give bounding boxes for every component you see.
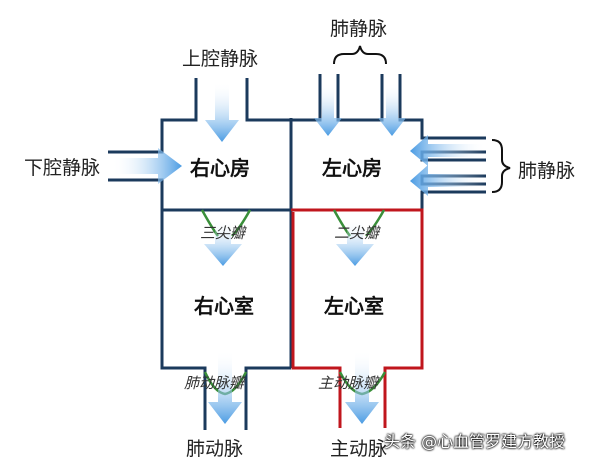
label-pulmonary-valve: 肺动脉瓣 xyxy=(184,374,245,392)
label-mitral-valve: 二尖瓣 xyxy=(334,224,380,242)
label-left-atrium: 左心房 xyxy=(322,156,382,180)
tricuspid-arrow xyxy=(204,220,242,266)
label-pulmonary-artery: 肺动脉 xyxy=(186,438,244,460)
label-right-atrium: 右心房 xyxy=(190,156,250,180)
right-ventricle-wall xyxy=(160,208,291,430)
right-atrium-wall xyxy=(108,78,291,210)
svc-arrow xyxy=(205,82,239,142)
label-left-ventricle: 左心室 xyxy=(324,294,384,318)
label-aortic-valve: 主动脉瓣 xyxy=(318,374,379,392)
label-right-ventricle: 右心室 xyxy=(194,294,254,318)
pulm-vein-arrow-right xyxy=(378,82,406,136)
brace-top xyxy=(333,45,387,65)
ivc-arrow xyxy=(112,148,182,184)
label-tricuspid-valve: 三尖瓣 xyxy=(200,224,246,242)
label-inferior-vena-cava: 下腔静脉 xyxy=(24,157,101,179)
label-aorta: 主动脉 xyxy=(330,438,388,460)
aorta-arrow xyxy=(345,350,379,424)
label-pulmonary-veins-right: 肺静脉 xyxy=(518,160,576,182)
label-superior-vena-cava: 上腔静脉 xyxy=(182,48,259,70)
pulm-vein-arrow-lower xyxy=(410,165,486,196)
brace-right xyxy=(491,139,511,193)
pulm-vein-arrow-left xyxy=(314,82,342,136)
label-pulmonary-veins-top: 肺静脉 xyxy=(330,18,388,40)
pulmonary-artery-arrow xyxy=(208,350,242,424)
watermark: 头条 @心血管罗建方教授 xyxy=(384,432,566,451)
flow-arrows xyxy=(112,82,486,424)
mitral-arrow xyxy=(336,220,374,266)
pulm-vein-arrow-upper xyxy=(410,135,486,166)
left-ventricle-wall xyxy=(291,208,424,428)
